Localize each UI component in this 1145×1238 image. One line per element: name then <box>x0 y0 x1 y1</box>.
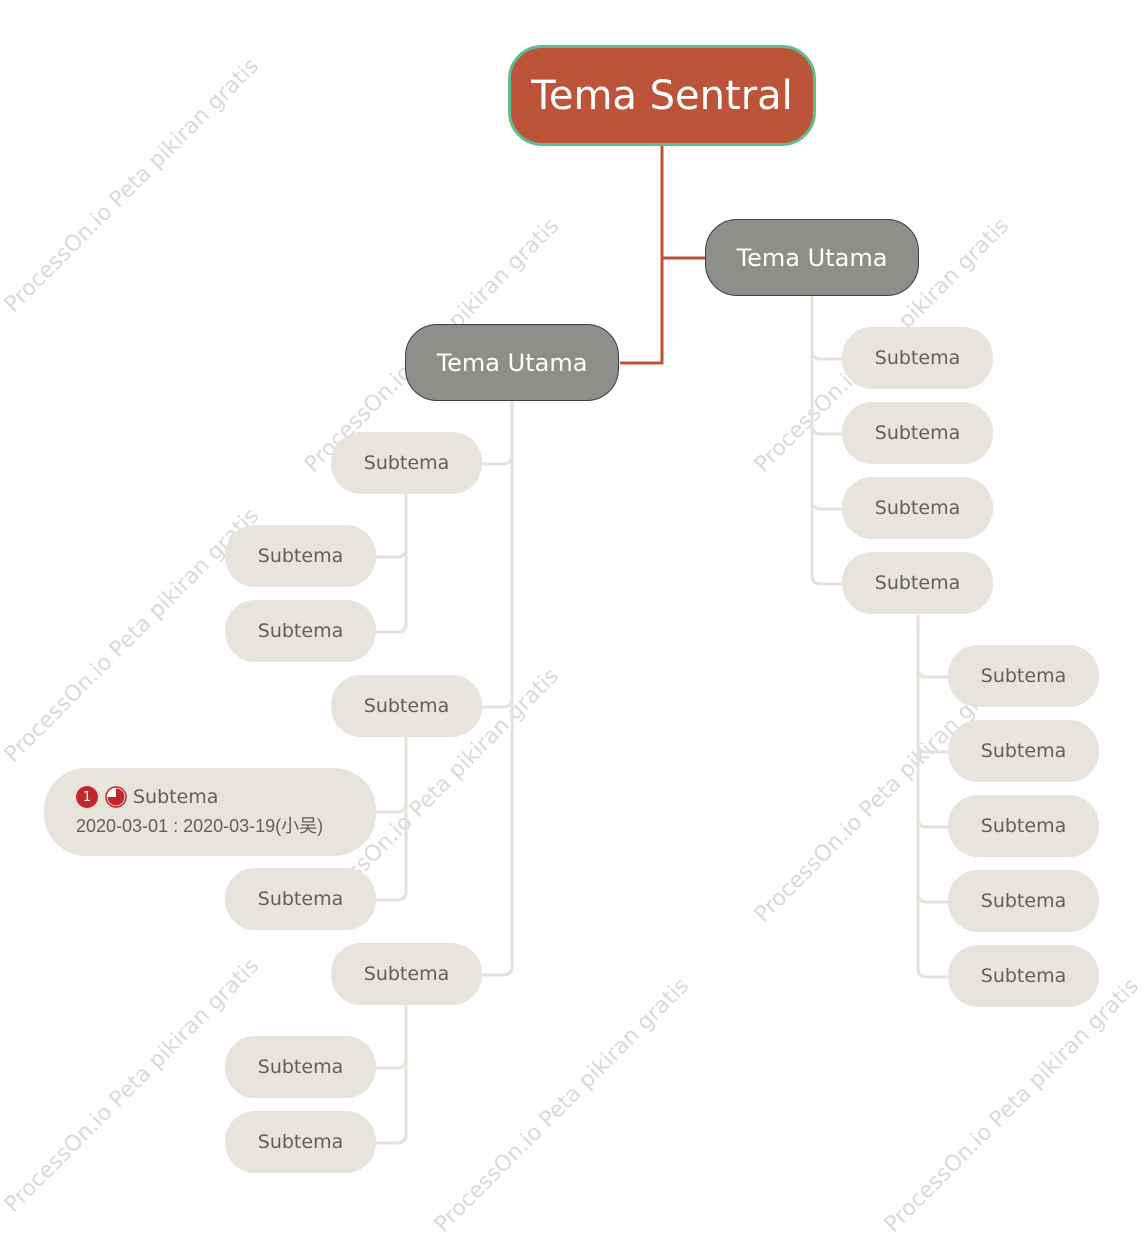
connector-central-to-main <box>620 146 705 365</box>
subtopic-label: Subtema <box>874 347 961 369</box>
subtopic-label: Subtema <box>363 695 450 717</box>
subtopic-nested[interactable]: Subtema <box>948 945 1099 1007</box>
subtopic-label: Subtema <box>363 963 450 985</box>
connector-left-group2 <box>376 737 408 902</box>
main-topic-label: Tema Utama <box>436 348 588 377</box>
connector-left-main <box>482 401 514 977</box>
progress-pie-icon <box>105 786 127 808</box>
connector-right-nested <box>916 615 948 979</box>
subtopic[interactable]: Subtema <box>842 477 993 539</box>
subtopic[interactable]: Subtema <box>842 402 993 464</box>
subtopic-label: Subtema <box>133 786 219 808</box>
subtopic-nested[interactable]: Subtema <box>225 600 376 662</box>
subtopic-label: Subtema <box>980 965 1067 987</box>
subtopic-nested[interactable]: Subtema <box>948 870 1099 932</box>
subtopic-nested[interactable]: Subtema <box>225 1111 376 1173</box>
main-topic-right[interactable]: Tema Utama <box>705 219 919 296</box>
connector-left-group3 <box>376 1005 408 1145</box>
subtopic-label: Subtema <box>257 888 344 910</box>
subtopic[interactable]: Subtema <box>842 327 993 389</box>
connector-right-main <box>810 296 842 586</box>
subtopic[interactable]: Subtema <box>842 552 993 614</box>
subtopic-with-task[interactable]: 1 Subtema 2020-03-01 : 2020-03-19(小吴) <box>44 768 376 856</box>
subtopic-nested[interactable]: Subtema <box>948 795 1099 857</box>
connector-left-group1 <box>376 494 408 634</box>
subtopic-nested[interactable]: Subtema <box>225 525 376 587</box>
subtopic-label: Subtema <box>980 815 1067 837</box>
subtopic-label: Subtema <box>874 572 961 594</box>
subtopic-label: Subtema <box>257 620 344 642</box>
task-dates: 2020-03-01 : 2020-03-19(小吴) <box>76 816 324 836</box>
subtopic-label: Subtema <box>257 545 344 567</box>
task-header: 1 Subtema <box>76 786 218 808</box>
central-topic[interactable]: Tema Sentral <box>508 45 816 146</box>
subtopic-nested[interactable]: Subtema <box>948 645 1099 707</box>
subtopic[interactable]: Subtema <box>331 432 482 494</box>
subtopic-label: Subtema <box>874 422 961 444</box>
subtopic-label: Subtema <box>257 1131 344 1153</box>
central-topic-label: Tema Sentral <box>531 72 793 119</box>
subtopic-nested[interactable]: Subtema <box>225 868 376 930</box>
subtopic[interactable]: Subtema <box>331 943 482 1005</box>
main-topic-label: Tema Utama <box>736 243 888 272</box>
main-topic-left[interactable]: Tema Utama <box>405 324 619 401</box>
subtopic-label: Subtema <box>980 740 1067 762</box>
subtopic-label: Subtema <box>257 1056 344 1078</box>
subtopic-nested[interactable]: Subtema <box>225 1036 376 1098</box>
subtopic-nested[interactable]: Subtema <box>948 720 1099 782</box>
subtopic-label: Subtema <box>980 665 1067 687</box>
subtopic-label: Subtema <box>874 497 961 519</box>
priority-badge: 1 <box>76 786 98 808</box>
subtopic[interactable]: Subtema <box>331 675 482 737</box>
subtopic-label: Subtema <box>980 890 1067 912</box>
subtopic-label: Subtema <box>363 452 450 474</box>
